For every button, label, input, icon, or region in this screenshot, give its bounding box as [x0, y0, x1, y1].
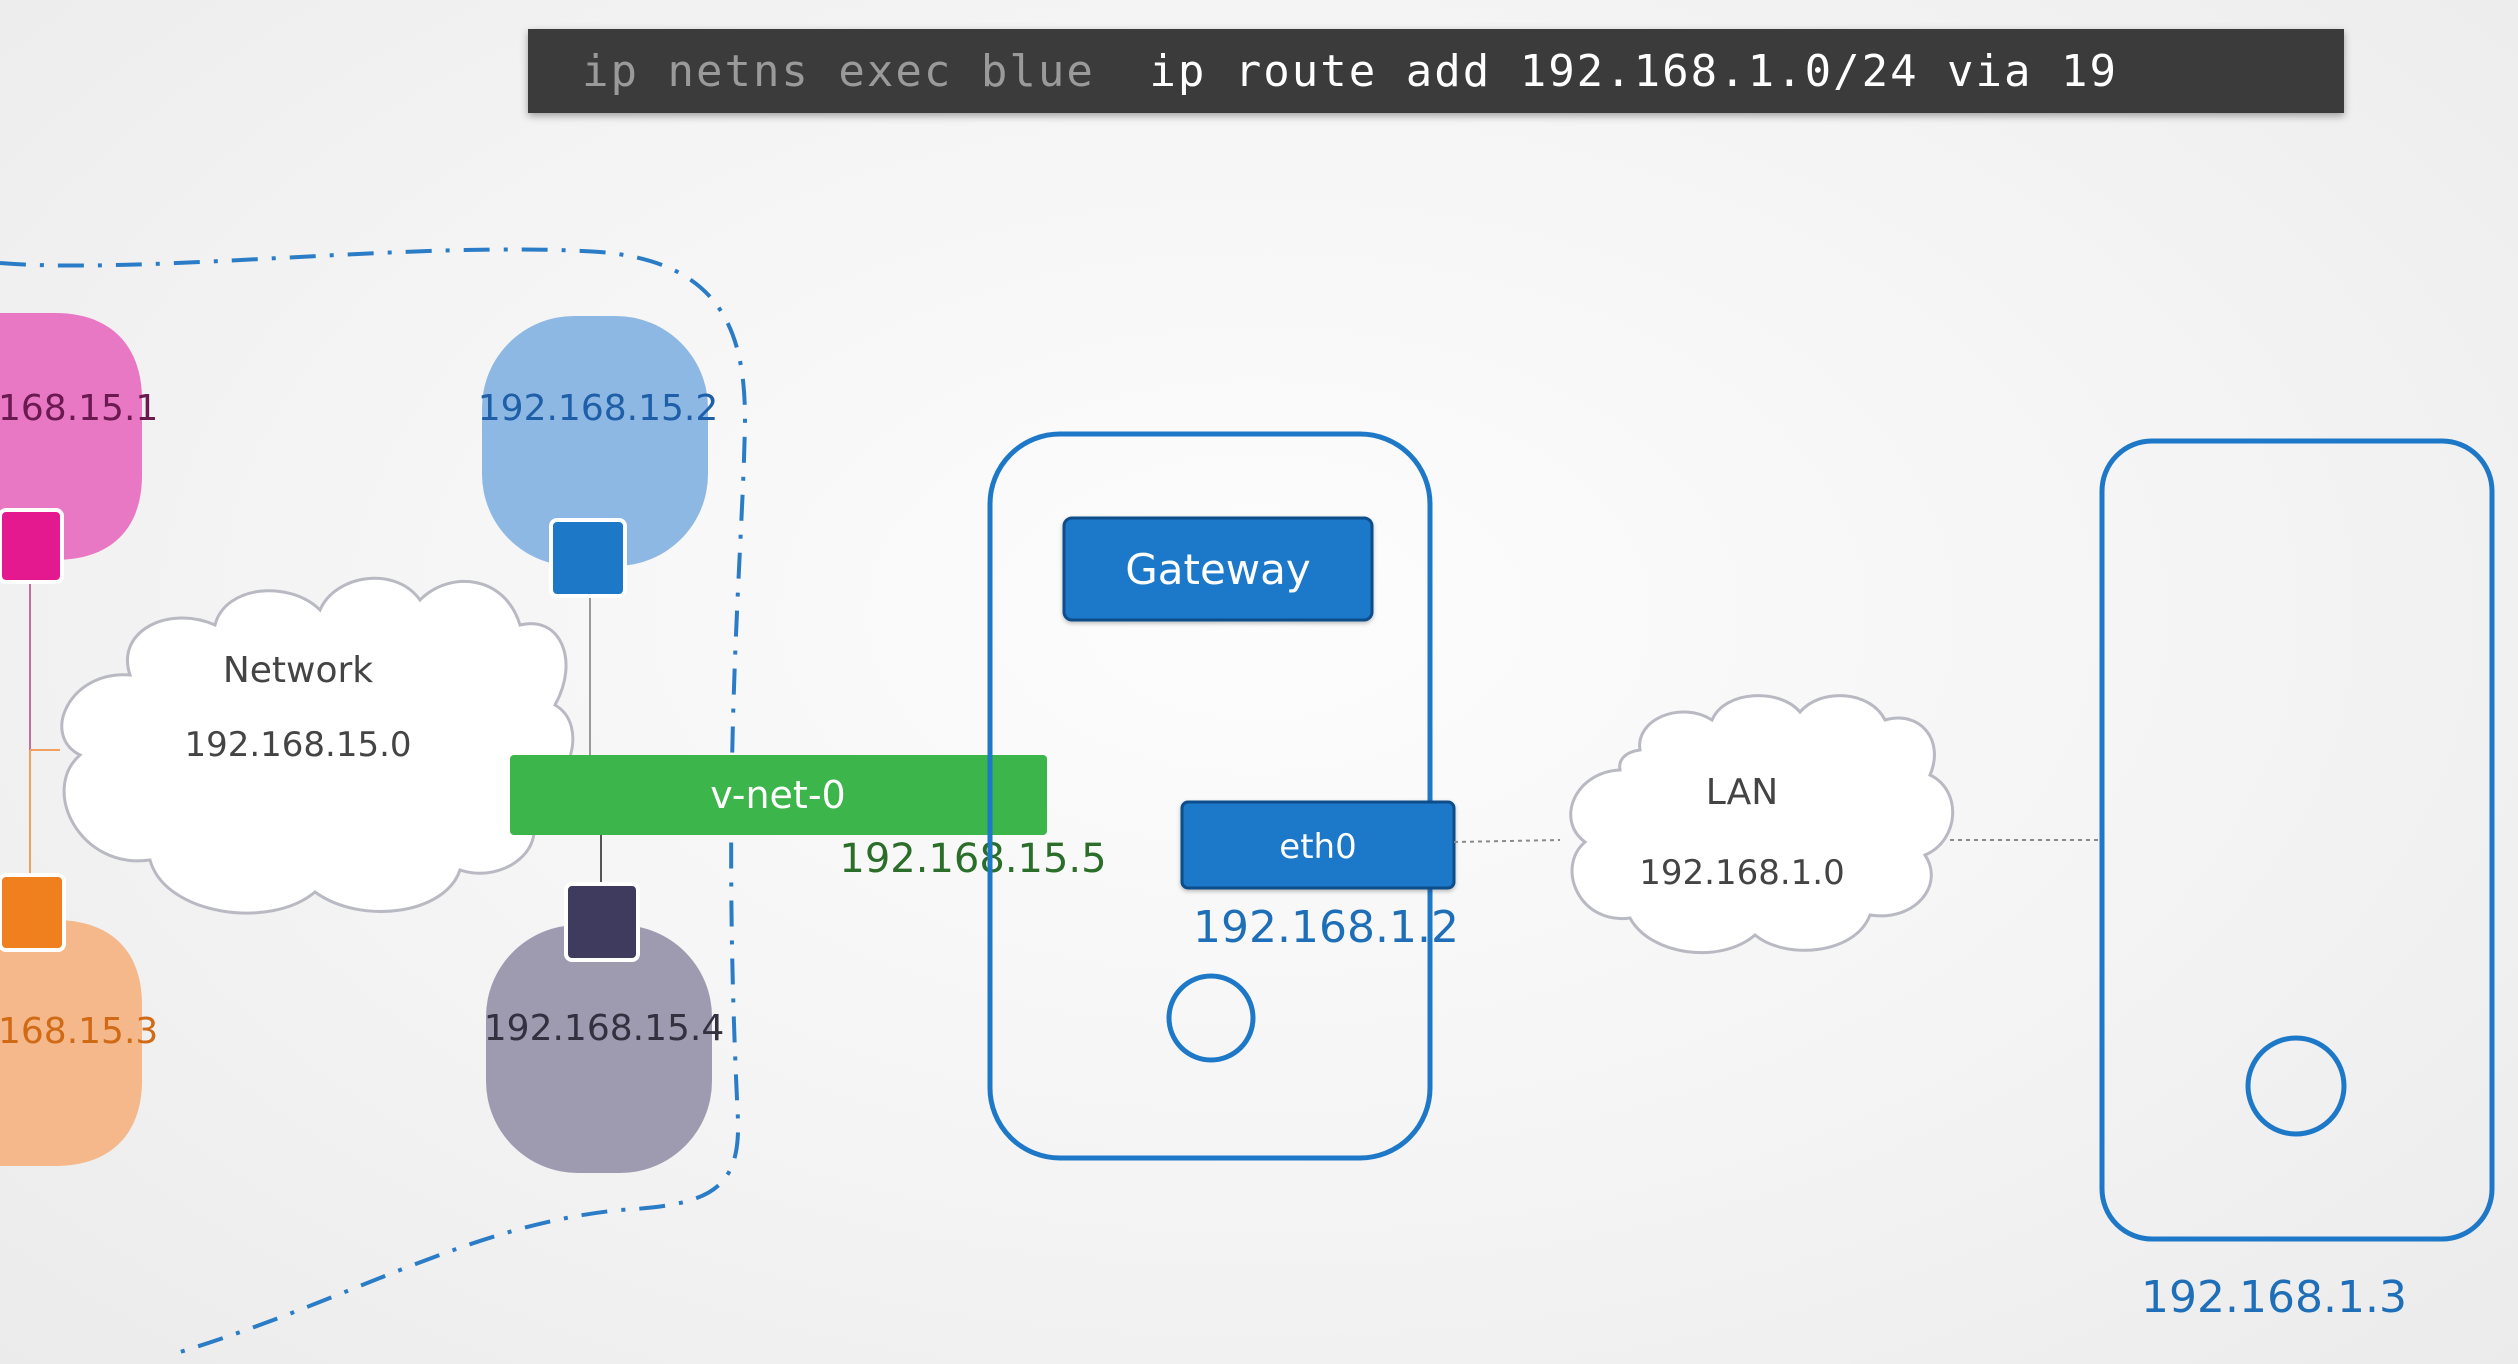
namespace-orange: 168.15.3 — [0, 873, 158, 1166]
namespace-blue-shape — [482, 316, 708, 566]
gateway-host: Gateway eth0 192.168.1.2 — [987, 431, 1459, 1161]
namespace-blue: 192.168.15.2 — [478, 316, 718, 598]
namespace-gray-port — [564, 882, 640, 962]
eth0-label: eth0 — [1279, 827, 1356, 867]
bridge-ip: 192.168.15.5 — [839, 836, 1106, 882]
gateway-label-box — [1062, 516, 1374, 622]
namespace-pink-shape — [0, 313, 142, 560]
remote-host-home-button-icon — [2245, 1035, 2347, 1137]
remote-host: 192.168.1.3 — [2099, 438, 2495, 1323]
remote-host-frame — [2099, 438, 2495, 1242]
remote-host-ip: 192.168.1.3 — [2141, 1272, 2407, 1323]
lan-cloud: LAN 192.168.1.0 — [1569, 694, 1955, 955]
network-cloud-subnet: 192.168.15.0 — [184, 725, 411, 765]
bridge-v-net-0: v-net-0 192.168.15.5 — [510, 755, 1107, 882]
lan-cloud-name: LAN — [1706, 772, 1778, 813]
namespace-orange-ip: 168.15.3 — [0, 1011, 158, 1052]
lan-cloud-shape — [1569, 694, 1955, 955]
namespace-blue-ip: 192.168.15.2 — [478, 388, 718, 429]
gateway-label: Gateway — [1125, 545, 1311, 594]
gateway-ip: 192.168.1.2 — [1193, 902, 1459, 953]
namespace-pink-port — [0, 508, 64, 584]
namespace-blue-port — [549, 518, 627, 598]
gateway-home-button-icon — [1166, 973, 1256, 1063]
gateway-host-frame — [987, 431, 1433, 1161]
command-bar-background — [528, 29, 2344, 113]
namespace-gray-ip: 192.168.15.4 — [484, 1008, 724, 1049]
eth0-interface — [1180, 800, 1456, 890]
command-suffix: ip route add 192.168.1.0/24 via 19 — [1149, 46, 2118, 97]
namespace-boundary — [0, 247, 748, 1354]
namespace-orange-shape — [0, 920, 142, 1166]
bridge-label: v-net-0 — [710, 773, 845, 817]
namespace-orange-port — [0, 873, 66, 952]
namespace-gray: 192.168.15.4 — [484, 882, 724, 1173]
eth0-lan-link — [1453, 839, 1561, 843]
namespace-pink-ip: 168.15.1 — [0, 388, 158, 429]
command-prefix: ip netns exec blue — [582, 46, 1095, 97]
namespace-pink: 168.15.1 — [0, 313, 158, 584]
lan-cloud-subnet: 192.168.1.0 — [1639, 853, 1844, 893]
network-cloud-name: Network — [223, 650, 373, 691]
namespace-gray-shape — [486, 925, 712, 1173]
bridge-bar — [510, 755, 1047, 835]
command-text: ip netns exec blue ip route add 192.168.… — [582, 46, 2118, 97]
network-cloud: Network 192.168.15.0 — [60, 576, 575, 915]
command-bar: ip netns exec blue ip route add 192.168.… — [528, 29, 2344, 113]
